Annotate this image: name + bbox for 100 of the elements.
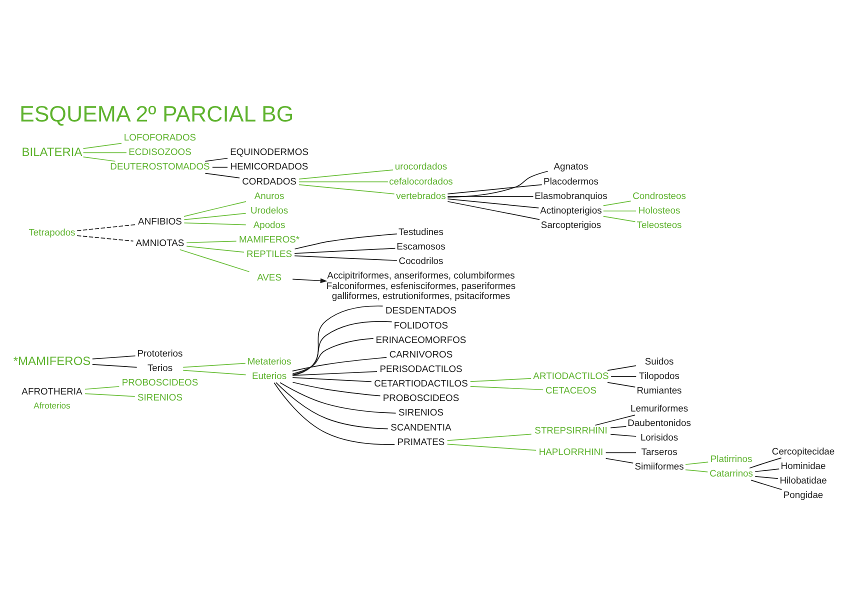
- node-text: Rumiantes: [636, 384, 682, 395]
- connector: [280, 382, 396, 414]
- node-text: SIRENIOS: [138, 390, 182, 402]
- connector: [292, 381, 381, 396]
- connector: [750, 479, 782, 490]
- node-text: CORDADOS: [242, 174, 296, 186]
- connector: [92, 363, 138, 368]
- node-text: ANFIBIOS: [138, 215, 182, 226]
- connector: [204, 157, 228, 162]
- connector: [182, 362, 246, 368]
- node-text: Suidos: [644, 354, 674, 366]
- connector: [184, 200, 246, 216]
- node-text: PROBOSCIDEOS: [122, 376, 198, 388]
- connector: [605, 452, 636, 453]
- node-text: Sarcopterigios: [540, 218, 602, 230]
- node-text: STREPSIRRHINI: [534, 424, 608, 436]
- connector: [605, 458, 634, 463]
- node-text: Elasmobranquios: [534, 189, 608, 200]
- node-text: Anuros: [254, 189, 284, 200]
- node-text: Escamosos: [396, 240, 446, 251]
- connector: [749, 457, 782, 468]
- connector: [82, 156, 116, 162]
- connector: [294, 247, 396, 254]
- connector: [292, 320, 392, 375]
- node-text: CETACEOS: [545, 384, 597, 395]
- node-text: Hominidae: [780, 459, 826, 470]
- node-text: Terios: [147, 362, 173, 373]
- connector: [602, 210, 636, 211]
- connector: [610, 433, 637, 436]
- node-text: Platirrinos: [710, 452, 752, 464]
- node-text: Tetrapodos: [28, 226, 76, 238]
- node-text: CETARTIODACTILOS: [374, 377, 468, 388]
- connector: [292, 356, 387, 371]
- node-text: Actinopterigios: [540, 204, 602, 215]
- label: Afroterios: [34, 400, 70, 410]
- connector: [84, 392, 136, 396]
- connector: [212, 166, 228, 168]
- node-text: DEUTEROSTOMADOS: [110, 160, 210, 172]
- node-text: ARTIODACTILOS: [533, 369, 609, 380]
- connector: [76, 234, 134, 241]
- node-text: Metaterios: [247, 354, 292, 366]
- connector: [292, 338, 374, 374]
- node-text: AFROTHERIA: [22, 384, 82, 396]
- connector: [292, 305, 384, 376]
- connector: [447, 200, 540, 220]
- connector: [607, 382, 636, 388]
- connector: [186, 245, 244, 252]
- connector: [179, 248, 250, 272]
- connector: [82, 142, 122, 148]
- node-text: Tilopodos: [639, 369, 680, 380]
- connector: [602, 200, 632, 206]
- connector: [292, 376, 372, 382]
- node-text: Lemuriformes: [630, 402, 688, 413]
- connector: [594, 414, 636, 426]
- node-text: REPTILES: [246, 248, 292, 259]
- connector: [294, 254, 398, 260]
- node-text: Teleosteos: [636, 218, 682, 230]
- connector: [274, 382, 396, 444]
- connector: [82, 152, 127, 153]
- connector: [446, 433, 532, 440]
- node-text: Prototerios: [137, 347, 183, 358]
- connector: [92, 354, 136, 359]
- connector: [298, 180, 388, 182]
- connector: [182, 369, 246, 375]
- connector: [76, 224, 136, 231]
- node-text: Placodermos: [544, 174, 598, 186]
- node-text: PERISODACTILOS: [380, 362, 462, 374]
- node-text: HAPLORRHINI: [538, 446, 604, 457]
- node-text: PROBOSCIDEOS: [382, 392, 460, 403]
- arrow: [292, 278, 328, 283]
- node-text: EQUINODERMOS: [230, 146, 308, 157]
- node-text: PRIMATES: [397, 435, 445, 446]
- diagram-title: ESQUEMA 2º PARCIAL BG: [19, 101, 294, 126]
- node-text: Simiiformes: [634, 460, 684, 472]
- connector: [298, 168, 394, 179]
- connector: [607, 364, 636, 370]
- connector: [84, 386, 120, 390]
- connector: [276, 382, 388, 429]
- node-text: Pongidae: [783, 488, 824, 500]
- node-text: Agnatos: [554, 160, 588, 172]
- connector: [446, 443, 537, 450]
- node-text: CARNIVOROS: [389, 348, 453, 359]
- node-text: Urodelos: [250, 204, 288, 215]
- connector: [184, 212, 246, 220]
- node-text: Cercopitecidae: [772, 444, 835, 456]
- connector: [294, 233, 398, 249]
- node-text: SCANDENTIA: [390, 420, 452, 432]
- node-text: Holosteos: [638, 204, 680, 215]
- connector: [184, 222, 246, 225]
- connector: [447, 170, 548, 198]
- node-text: urocordados: [394, 160, 448, 172]
- node-text: AMNIOTAS: [136, 236, 184, 248]
- node-text: ERINACEOMORFOS: [376, 333, 466, 344]
- node-text: ECDISOZOOS: [128, 146, 192, 157]
- node-text: SIRENIOS: [398, 406, 444, 418]
- connector: [292, 370, 378, 376]
- node-text: BILATERIA: [22, 144, 82, 158]
- connector: [447, 198, 540, 208]
- node-text: Hilobatidae: [780, 474, 827, 485]
- node-text: Condrosteos: [632, 189, 686, 200]
